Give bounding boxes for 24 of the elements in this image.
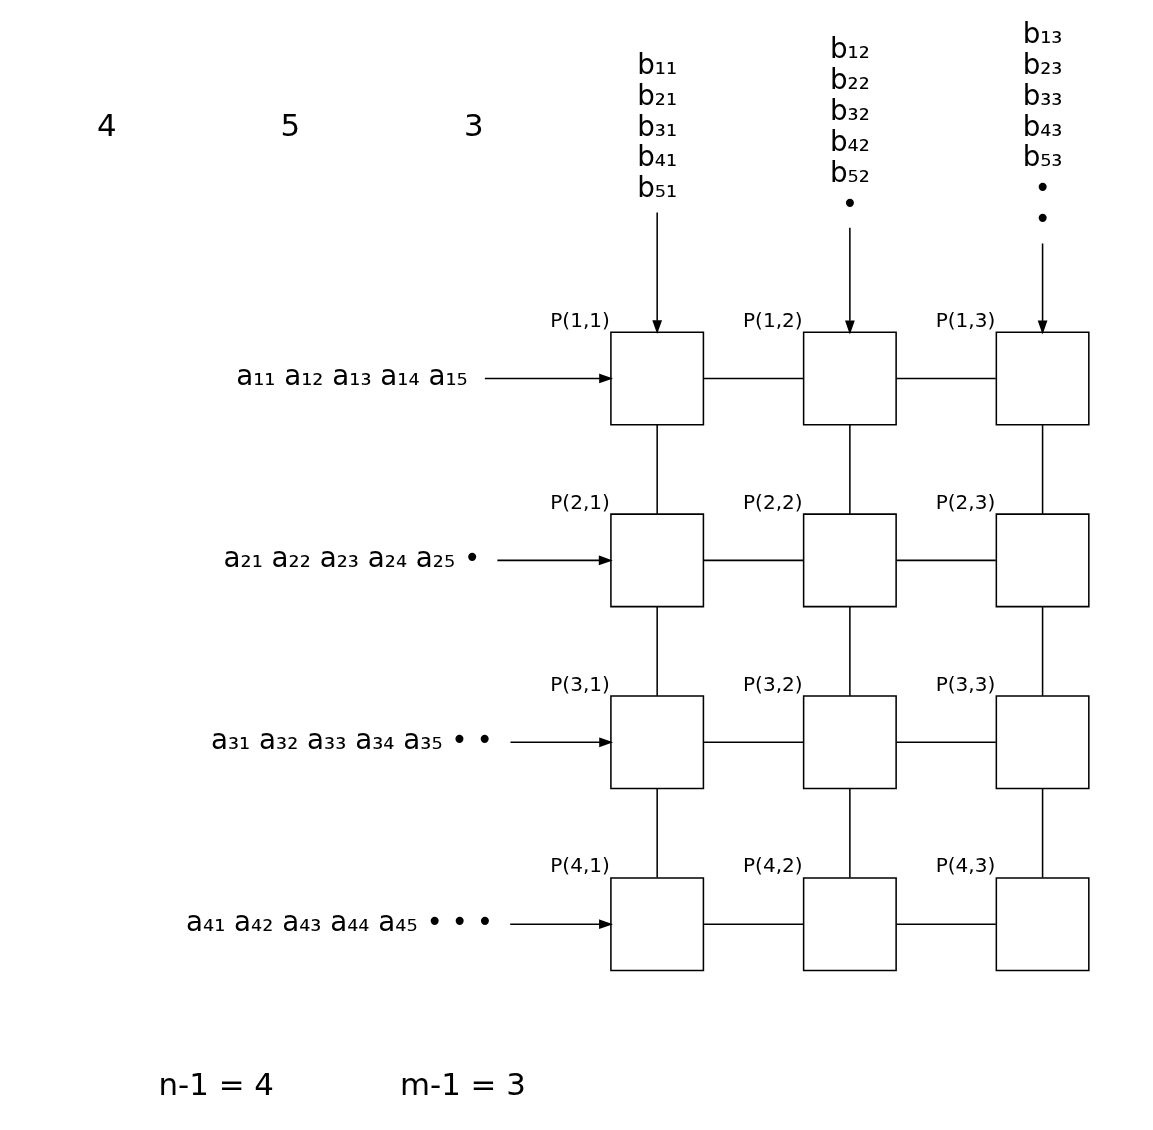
node-label: P(1,1) bbox=[549, 307, 610, 332]
node-label: P(2,2) bbox=[742, 489, 803, 514]
label: 3 bbox=[463, 107, 484, 144]
label: 5 bbox=[279, 107, 300, 144]
node-text: b₁₃ b₂₃ b₃₃ b₄₃ b₅₃ • • bbox=[1022, 16, 1063, 235]
label: 4 bbox=[96, 107, 117, 144]
node-label: P(1,2) bbox=[742, 307, 803, 332]
label: m-1 = 3 bbox=[399, 1066, 526, 1103]
node-label: P(2,3) bbox=[935, 489, 995, 514]
node-text: a₃₁ a₃₂ a₃₃ a₃₄ a₃₅ • • bbox=[210, 723, 493, 757]
node-text: a₂₁ a₂₂ a₂₃ a₂₄ a₂₅ • bbox=[223, 541, 480, 575]
node-label: P(2,1) bbox=[549, 489, 610, 514]
node-text: a₁₁ a₁₂ a₁₃ a₁₄ a₁₅ bbox=[235, 359, 468, 393]
node-label: P(4,1) bbox=[549, 853, 610, 878]
node-label: P(1,3) bbox=[935, 307, 995, 332]
node-label: P(3,3) bbox=[935, 671, 995, 696]
node-label: P(4,2) bbox=[742, 853, 803, 878]
label: n-1 = 4 bbox=[158, 1066, 274, 1103]
node-text: a₄₁ a₄₂ a₄₃ a₄₄ a₄₅ • • • bbox=[185, 904, 493, 938]
node-text: b₁₂ b₂₂ b₃₂ b₄₂ b₅₂ • bbox=[829, 32, 870, 220]
node-label: P(4,3) bbox=[935, 853, 995, 878]
node-label: P(3,1) bbox=[549, 671, 610, 696]
node-text: b₁₁ b₂₁ b₃₁ b₄₁ b₅₁ bbox=[636, 47, 677, 205]
node-label: P(3,2) bbox=[742, 671, 803, 696]
